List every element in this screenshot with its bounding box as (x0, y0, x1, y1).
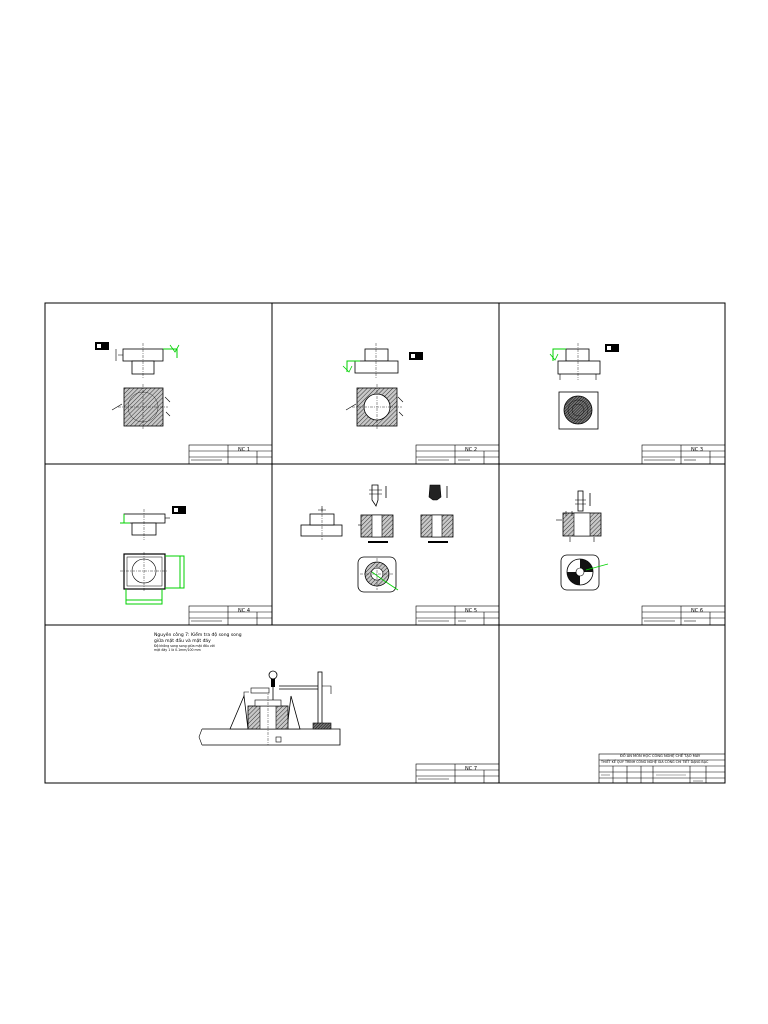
master-title-line-1: ĐỒ ÁN MÔN HỌC CÔNG NGHỆ CHẾ TẠO MÁY (620, 754, 701, 758)
sheet-frame (44, 302, 726, 784)
nc3-top-view (558, 391, 599, 430)
operation-7-subtitle: giữa mặt đầu và mặt đáy (154, 638, 211, 644)
operation-7-note-1: Độ không song song giữa mặt đầu với (154, 644, 215, 648)
nc1-top-view (111, 384, 171, 430)
nc5-right-section (420, 484, 454, 543)
nc1-side-view (95, 342, 180, 378)
operation-7-caption: Nguyên công 7: Kiểm tra độ song song giữ… (154, 633, 274, 652)
title-block-nc5 (415, 605, 500, 626)
nc6-section-view (556, 490, 602, 542)
master-title-line-2: THIẾT KẾ QUY TRÌNH CÔNG NGHỆ GIA CÔNG CH… (601, 760, 709, 764)
title-block-nc6 (641, 605, 726, 626)
panel-label-nc5: NC 5 (465, 608, 477, 614)
nc6-top-view (560, 554, 609, 591)
nc5-left-view (300, 506, 343, 540)
panel-label-nc3: NC 3 (691, 447, 703, 453)
title-block-filler-lines (191, 459, 696, 780)
nc5-top-view (357, 556, 399, 593)
nc5-mid-section (358, 484, 394, 543)
nc3-side-view (549, 343, 619, 380)
panel-label-nc6: NC 6 (691, 608, 703, 614)
panel-label-nc1: NC 1 (238, 447, 250, 453)
nc4-side-view (120, 506, 186, 540)
master-title-block (598, 753, 726, 784)
title-block-nc3 (641, 444, 726, 465)
panel-label-nc2: NC 2 (465, 447, 477, 453)
nc2-side-view (342, 343, 423, 378)
nc4-top-view (120, 552, 185, 605)
operation-7-note-2: mặt đáy 1 là 0.1mm/100 mm (154, 648, 201, 652)
title-block-nc1 (188, 444, 273, 465)
panel-label-nc7: NC 7 (465, 766, 477, 772)
nc7-inspection-setup (198, 670, 341, 746)
operation-7-title: Nguyên công 7: Kiểm tra độ song song (154, 633, 242, 638)
title-block-nc2 (415, 444, 500, 465)
title-block-nc7 (415, 763, 500, 784)
nc2-top-view (345, 384, 404, 430)
title-block-nc4 (188, 605, 273, 626)
master-title-filler (601, 774, 703, 782)
panel-label-nc4: NC 4 (238, 608, 250, 614)
